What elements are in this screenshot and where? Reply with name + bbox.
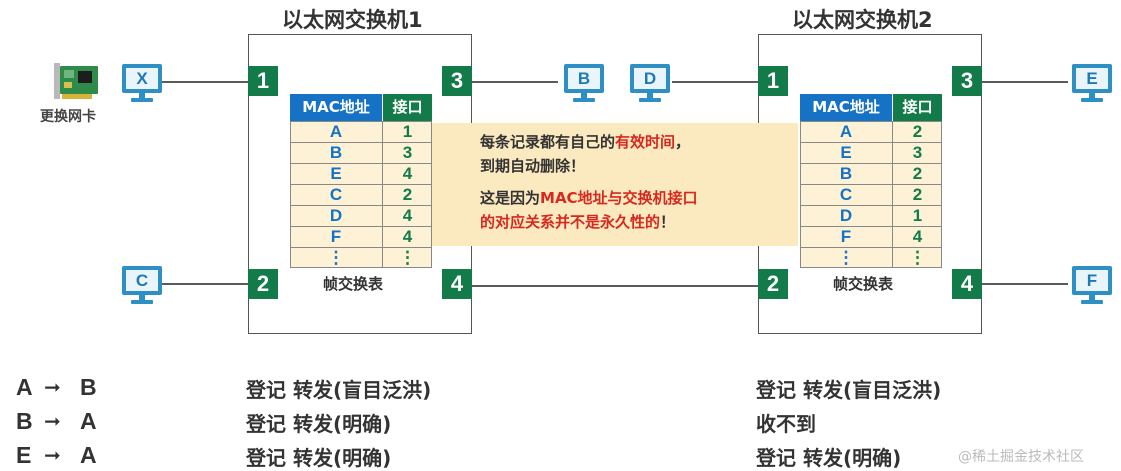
sw2-row2-mac: E <box>840 143 852 162</box>
flow1-sw2-action: 登记 转发(盲目泛洪) <box>756 378 942 402</box>
host-c-label: C <box>126 270 158 291</box>
sw2-mac-table: MAC地址 接口 A 2 E 3 B 2 C 2 D 1 F 4 ⋮ ⋮ <box>800 94 942 268</box>
sw1-port-header: 接口 <box>383 94 432 121</box>
flow3-sw2-action: 登记 转发(明确) <box>756 446 902 470</box>
sw2-row4-port: 2 <box>912 185 923 204</box>
flow3-arrow-icon: ➞ <box>44 443 61 467</box>
note-line-3: 这是因为MAC地址与交换机接口 <box>480 189 698 207</box>
sw2-row3-port: 2 <box>912 164 923 183</box>
sw2-row7-mac: ⋮ <box>837 248 855 267</box>
sw1-row4-mac: C <box>329 185 343 204</box>
sw2-row6-mac: F <box>840 227 852 246</box>
wire-sw1p3-b <box>472 81 558 83</box>
sw2-row3-mac: B <box>839 164 853 183</box>
host-f-label: F <box>1076 270 1108 291</box>
sw2-port-1: 1 <box>758 66 788 96</box>
flow1-to: B <box>80 374 97 400</box>
flow1-from: A <box>16 374 33 400</box>
sw1-row6-mac: F <box>330 227 342 246</box>
sw2-row4-mac: C <box>839 185 853 204</box>
sw2-row5-port: 1 <box>912 206 923 225</box>
flow2-arrow-icon: ➞ <box>44 409 61 433</box>
watermark: @稀土掘金技术社区 <box>958 449 1084 465</box>
sw1-port-3: 3 <box>442 66 472 96</box>
sw1-row3-mac: E <box>330 164 342 183</box>
note-line-4: 的对应关系并不是永久性的！ <box>480 213 676 231</box>
sw2-port-header: 接口 <box>893 94 942 121</box>
flow3-from: E <box>16 442 32 468</box>
host-d-computer-icon: D <box>630 64 670 104</box>
flow3-sw1-action: 登记 转发(明确) <box>246 446 392 470</box>
sw1-row7-mac: ⋮ <box>327 248 345 267</box>
sw1-row4-port: 2 <box>402 185 413 204</box>
sw1-port-1: 1 <box>248 66 278 96</box>
wire-sw2p4-f <box>982 283 1068 285</box>
host-c-computer-icon: C <box>122 266 162 306</box>
host-x-computer-icon: X <box>122 64 162 104</box>
host-x-label: X <box>126 68 158 89</box>
sw2-row1-port: 2 <box>912 122 923 141</box>
flow2-sw1-action: 登记 转发(明确) <box>246 412 392 436</box>
sw2-port-3: 3 <box>952 66 982 96</box>
sw1-row6-port: 4 <box>402 227 413 246</box>
sw1-mac-header: MAC地址 <box>290 94 382 121</box>
sw1-row5-port: 4 <box>402 206 413 225</box>
wire-sw1p4-sw2p2 <box>472 285 758 287</box>
sw1-row1-mac: A <box>329 122 343 141</box>
flow1-sw1-action: 登记 转发(盲目泛洪) <box>246 378 432 402</box>
wire-x-sw1p1 <box>162 81 248 83</box>
flow2-sw2-action: 收不到 <box>756 412 816 436</box>
flow1-arrow-icon: ➞ <box>44 375 61 399</box>
sw2-port-2: 2 <box>758 269 788 299</box>
sw1-port-2: 2 <box>248 269 278 299</box>
note-line-2: 到期自动删除！ <box>480 157 586 175</box>
sw1-row5-mac: D <box>329 206 343 225</box>
network-card-icon <box>52 60 102 104</box>
sw2-row2-port: 3 <box>912 143 923 162</box>
host-e-computer-icon: E <box>1072 64 1112 104</box>
flow2-to: A <box>80 408 97 434</box>
wire-c-sw1p2 <box>162 283 248 285</box>
sw1-mac-table: MAC地址 接口 A 1 B 3 E 4 C 2 D 4 F 4 ⋮ ⋮ <box>290 94 432 268</box>
host-b-label: B <box>568 68 600 89</box>
sw1-row7-port: ⋮ <box>399 248 416 267</box>
sw1-row2-port: 3 <box>402 143 413 162</box>
sw2-row6-port: 4 <box>912 227 923 246</box>
host-b-computer-icon: B <box>564 64 604 104</box>
sw1-row1-port: 1 <box>402 122 413 141</box>
sw1-port-4: 4 <box>442 269 472 299</box>
sw2-row5-mac: D <box>839 206 853 225</box>
sw2-row1-mac: A <box>839 122 853 141</box>
host-d-label: D <box>634 68 666 89</box>
switch1-title: 以太网交换机1 <box>282 8 423 32</box>
nic-label: 更换网卡 <box>40 109 96 125</box>
flow3-to: A <box>80 442 97 468</box>
wire-sw2p3-e <box>982 81 1068 83</box>
sw2-row7-port: ⋮ <box>909 248 926 267</box>
sw1-row3-port: 4 <box>402 164 413 183</box>
note-highlight <box>432 123 798 246</box>
host-e-label: E <box>1076 68 1108 89</box>
sw1-table-caption: 帧交换表 <box>323 275 384 293</box>
switch2-title: 以太网交换机2 <box>792 8 933 32</box>
sw2-table-caption: 帧交换表 <box>833 275 894 293</box>
sw2-port-4: 4 <box>952 269 982 299</box>
sw1-row2-mac: B <box>329 143 343 162</box>
sw2-mac-header: MAC地址 <box>800 94 892 121</box>
wire-d-sw2p1 <box>672 81 758 83</box>
host-f-computer-icon: F <box>1072 266 1112 306</box>
note-line-1: 每条记录都有自己的有效时间， <box>480 133 691 151</box>
flow2-from: B <box>16 408 33 434</box>
